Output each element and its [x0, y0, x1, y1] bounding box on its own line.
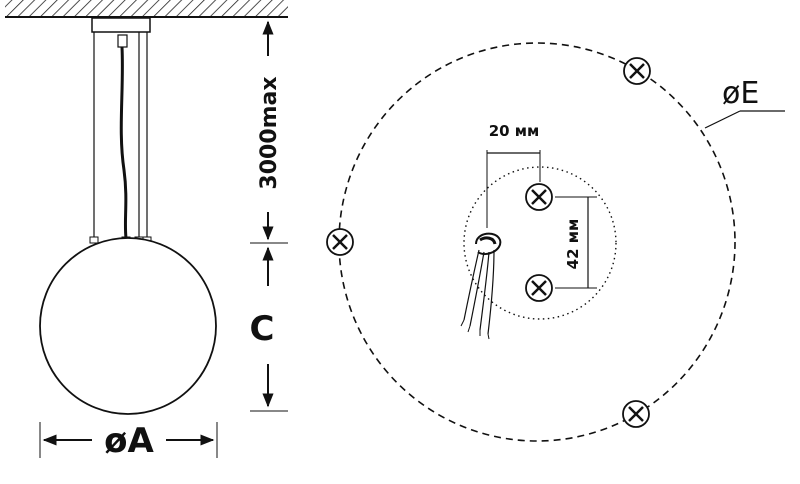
screw-hole-icon: [622, 400, 650, 428]
power-cord: [117, 34, 128, 239]
diameter-e-label: øE: [722, 76, 759, 111]
screw-hole-icon: [525, 274, 553, 302]
screw-hole-icon: [525, 183, 553, 211]
height-c-label: C: [250, 309, 275, 349]
spacing-20-dimension: [486, 150, 541, 228]
spacing-42-dimension: [555, 196, 597, 289]
inner-mount-circle: [463, 166, 617, 320]
diameter-e-leader: [704, 110, 785, 129]
globe-shade: [39, 237, 217, 415]
spacing-42-label: 42 мм: [564, 219, 582, 270]
cable-entry-icon: [460, 232, 502, 340]
suspension-cables: [93, 32, 148, 238]
suspension-length-label: 3000max: [257, 76, 282, 189]
screw-hole-icon: [326, 228, 354, 256]
vertical-dimension: [250, 16, 288, 412]
ceiling: [5, 0, 288, 18]
canopy: [91, 17, 151, 33]
diameter-a-label: øA: [104, 421, 154, 461]
diameter-a-dimension: [39, 422, 218, 458]
screw-hole-icon: [623, 57, 651, 85]
spacing-20-label: 20 мм: [489, 122, 540, 140]
mount-circle-e: [338, 42, 736, 442]
